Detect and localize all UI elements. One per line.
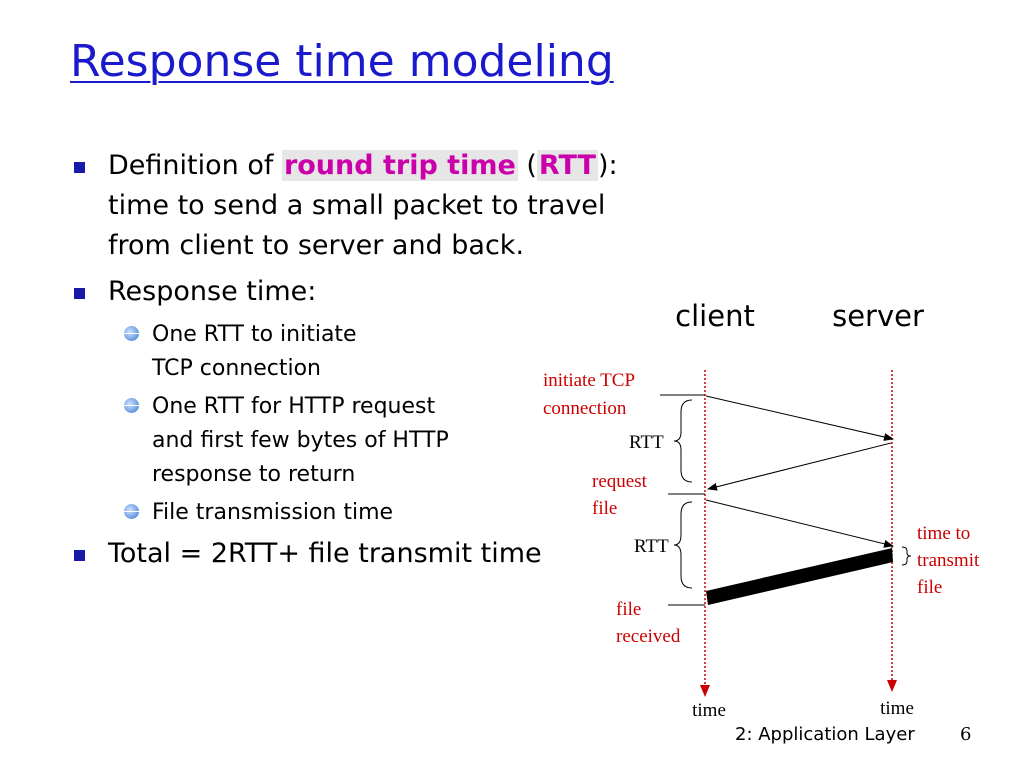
rtt-term: RTT	[536, 150, 598, 181]
sub-bullet-http-line-2: and first few bytes of HTTP	[152, 428, 449, 453]
server-label: server	[832, 299, 924, 333]
sub-bullet-http-line-3: response to return	[152, 462, 356, 487]
sub-bullet-initiate-line-2: TCP connection	[152, 356, 321, 381]
rtt-brace-1	[673, 399, 693, 483]
client-label: client	[675, 299, 755, 333]
time-to-transmit-label: time to transmit file	[917, 523, 984, 598]
page-number: 6	[960, 724, 972, 745]
sub-bullet-file-line-1: File transmission time	[152, 500, 394, 525]
round-trip-time-term: round trip time	[281, 150, 518, 181]
sub-bullet-http-line-1: One RTT for HTTP request	[152, 394, 436, 419]
bullet-total: Total = 2RTT+ file transmit time	[72, 534, 712, 574]
rtt-brace-2	[673, 501, 693, 589]
sub-bullet-http-request: One RTT for HTTP request and first few b…	[124, 390, 552, 492]
bullet-definition: Definition of round trip time (RTT): tim…	[72, 146, 712, 266]
file-received-label: file received	[616, 599, 681, 647]
transmit-brace	[901, 546, 912, 566]
definition-paren-close: ):	[597, 150, 618, 181]
footer-label: 2: Application Layer	[735, 724, 915, 745]
initiate-tcp-label: initiate TCP connection	[543, 370, 639, 419]
request-file-label: request file	[592, 471, 652, 519]
rtt-label-2: RTT	[634, 536, 669, 557]
sub-bullet-file-transmission: File transmission time	[124, 496, 552, 530]
client-time-label: time	[692, 700, 726, 721]
definition-paren-open: (	[517, 150, 537, 181]
bullet-response-time: Response time:	[72, 272, 712, 312]
syn-ack-arrow	[707, 442, 892, 491]
bullet-list: Definition of round trip time (RTT): tim…	[72, 146, 712, 580]
definition-prefix: Definition of	[108, 150, 282, 181]
slide-title: Response time modeling	[70, 36, 614, 87]
server-time-label: time	[880, 698, 914, 719]
definition-line-3: from client to server and back.	[108, 230, 525, 261]
request-arrow	[705, 499, 894, 548]
sub-bullet-initiate-line-1: One RTT to initiate	[152, 322, 357, 347]
rtt-label-1: RTT	[629, 432, 664, 453]
syn-arrow	[705, 395, 894, 441]
file-transmission-bar	[706, 548, 893, 605]
sub-bullet-initiate: One RTT to initiate TCP connection	[124, 318, 552, 386]
definition-line-2: time to send a small packet to travel	[108, 190, 606, 221]
